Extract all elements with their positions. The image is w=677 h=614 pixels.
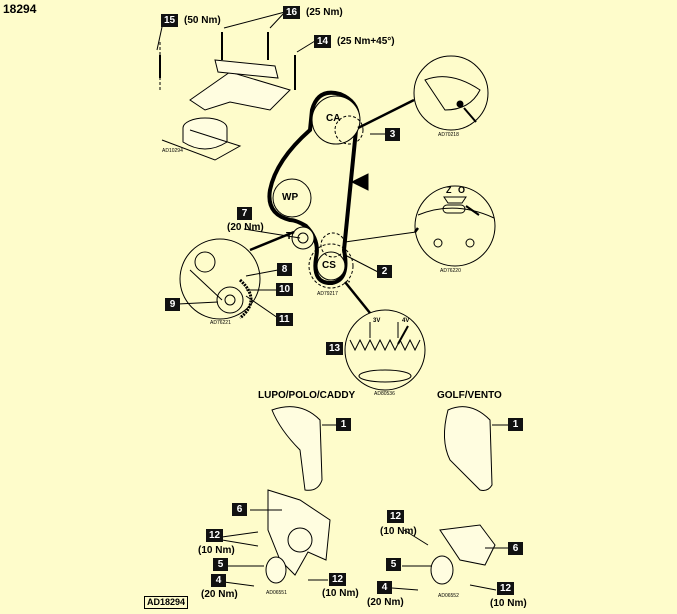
upper-cover-left [271,406,323,491]
callout-11: 11 [276,313,293,326]
lower-cover-right [439,524,496,566]
callout-10: 10 [276,283,294,296]
callout-1-right: 1 [508,418,523,431]
torque-12-left: (10 Nm) [198,545,235,556]
mark-4v: 4V [402,318,410,324]
callout-4-left: 4 [211,574,226,587]
ref-code: AD80536 [374,391,395,397]
callout-12-left: 12 [206,529,224,542]
rotation-arrow [350,173,369,191]
camshaft-label: CA [326,113,341,124]
water-pump-pulley [272,178,312,218]
tensioner-pulley [291,226,315,250]
diagram-title: 18294 [3,2,37,16]
tdc-dot: • [348,280,351,286]
torque-16: (25 Nm) [306,7,343,18]
engine-mount-drawing [156,11,316,161]
ref-code: AD79217 [317,291,338,297]
water-pump-label: WP [282,192,299,203]
tdc-mark-z: Z [446,185,452,195]
camshaft-detail [413,55,489,131]
torque-12-right-lower: (10 Nm) [490,598,527,609]
upper-cover-right [444,406,493,491]
torque-12-right-upper: (10 Nm) [380,526,417,537]
callout-14: 14 [314,35,332,48]
torque-7: (20 Nm) [227,222,264,233]
torque-15: (50 Nm) [184,15,221,26]
callout-12-left-lower: 12 [329,573,347,586]
callout-15: 15 [161,14,179,27]
callout-5-left: 5 [213,558,228,571]
torque-4-left: (20 Nm) [201,589,238,600]
callout-16: 16 [283,6,301,19]
torque-12-left-lower: (10 Nm) [322,588,359,599]
tensioner-detail [179,238,261,320]
section-label-golf-vento: GOLF/VENTO [437,390,502,401]
crank-tdc-detail [414,185,496,267]
torque-14: (25 Nm+45°) [337,36,395,47]
ref-code: AD06551 [266,590,287,596]
ref-code: AD70218 [438,132,459,138]
figure-code: AD18294 [144,596,189,609]
tensioner-label: T [286,231,293,242]
mark-3v: 3V [373,318,381,324]
callout-9: 9 [165,298,180,311]
callout-4-right: 4 [377,581,392,594]
tdc-mark-o: O [458,185,466,195]
ref-code: AD06552 [438,593,459,599]
callout-6-right: 6 [508,542,523,555]
section-label-lupo-polo-caddy: LUPO/POLO/CADDY [258,390,356,401]
ref-code: AD76220 [440,268,461,274]
crankshaft-pulley [316,251,346,281]
callout-8: 8 [277,263,292,276]
callout-12-right-lower: 12 [497,582,515,595]
camshaft-pulley [311,95,361,145]
callout-1-left: 1 [336,418,351,431]
ref-code: AD10294 [162,148,183,154]
lower-cover-left [267,489,331,576]
crankshaft-label: CS [322,260,336,271]
callout-13: 13 [326,342,344,355]
callout-12-right-upper: 12 [387,510,405,523]
callout-2: 2 [377,265,392,278]
callout-6-left: 6 [232,503,247,516]
callout-5-right: 5 [386,558,401,571]
torque-4-right: (20 Nm) [367,597,404,608]
ref-code: AD76221 [210,320,231,326]
callout-3: 3 [385,128,400,141]
callout-7: 7 [237,207,252,220]
